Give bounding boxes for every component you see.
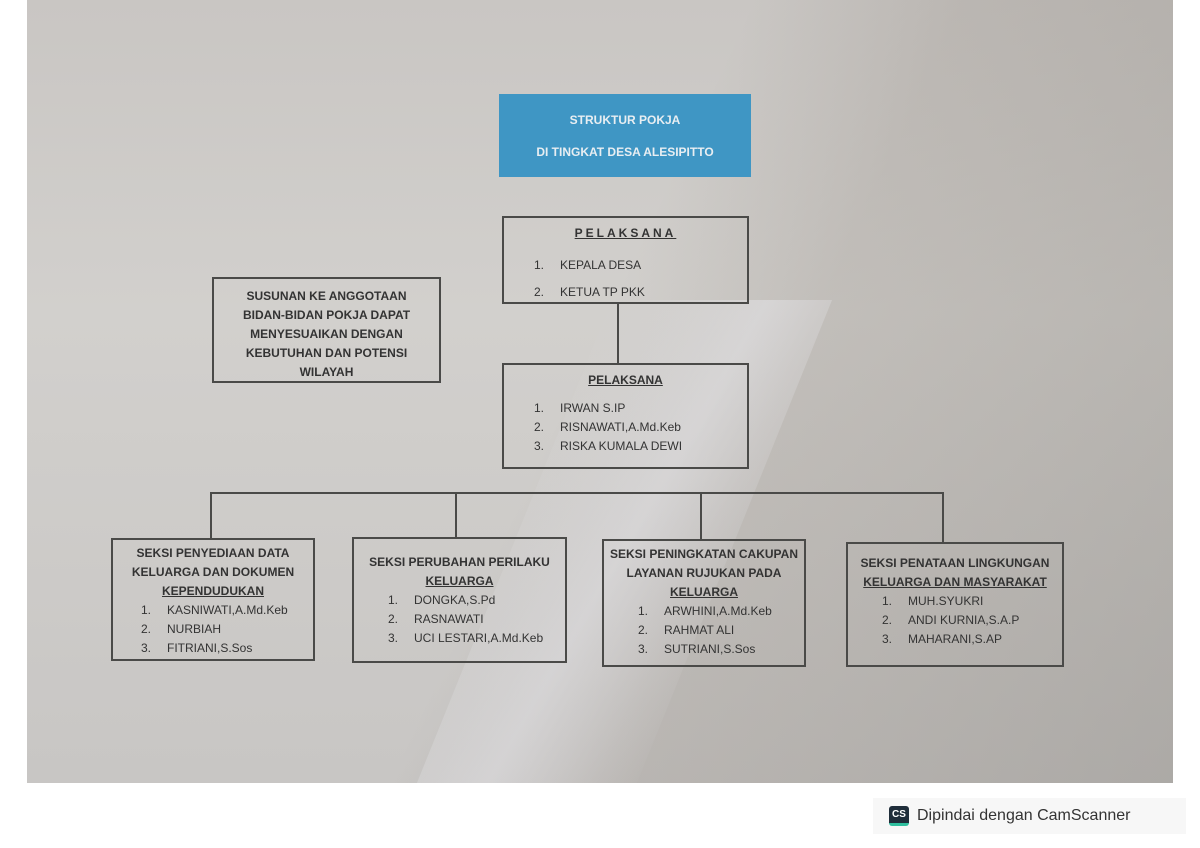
connector-drop-2 [455,492,457,538]
note-line: WILAYAH [299,365,354,379]
seksi-title-line: SEKSI PERUBAHAN PERILAKU [369,555,550,569]
seksi-title-underlined: KELUARGA DAN MASYARAKAT [863,575,1047,589]
camscanner-text: Dipindai dengan CamScanner [917,807,1131,824]
note-box: SUSUNAN KE ANGGOTAAN BIDAN-BIDAN POKJA D… [212,277,441,383]
member-item: 1.IRWAN S.IP [534,401,626,415]
member-item: 1.ARWHINI,A.Md.Keb [638,604,772,618]
pelaksana-top-members: 1.KEPALA DESA 2.KETUA TP PKK [534,252,747,306]
member-item: 1.KASNIWATI,A.Md.Keb [141,603,288,617]
connector-drop-1 [210,492,212,538]
camscanner-logo-icon: CS [889,806,909,826]
seksi-title-line: SEKSI PENYEDIAAN DATA [136,546,290,560]
note-line: MENYESUAIKAN DENGAN [250,327,403,341]
member-item: 2.NURBIAH [141,622,222,636]
chart-title-box: STRUKTUR POKJA DI TINGKAT DESA ALESIPITT… [499,94,751,177]
seksi-title-line: SEKSI PENATAAN LINGKUNGAN [860,556,1050,570]
pelaksana-top-box: PELAKSANA 1.KEPALA DESA 2.KETUA TP PKK [502,216,749,304]
member-item: 2.RAHMAT ALI [638,623,735,637]
seksi-box-3: SEKSI PENINGKATAN CAKUPAN LAYANAN RUJUKA… [602,539,806,667]
seksi-box-4: SEKSI PENATAAN LINGKUNGAN KELUARGA DAN M… [846,542,1064,667]
pelaksana-mid-members: 1.IRWAN S.IP 2.RISNAWATI,A.Md.Keb 3.RISK… [534,399,747,456]
member-item: 1.MUH.SYUKRI [882,594,984,608]
seksi-box-1: SEKSI PENYEDIAAN DATA KELUARGA DAN DOKUM… [111,538,315,661]
seksi-title-underlined: KELUARGA [425,574,494,588]
note-line: BIDAN-BIDAN POKJA DAPAT [242,308,411,322]
note-line: SUSUNAN KE ANGGOTAAN [246,289,407,303]
title-line-2: DI TINGKAT DESA ALESIPITTO [536,144,714,159]
seksi-title-underlined: KEPENDUDUKAN [161,584,264,598]
member-item: 3.MAHARANI,S.AP [882,632,1003,646]
member-item: 3.UCI LESTARI,A.Md.Keb [388,631,544,645]
pelaksana-top-heading: PELAKSANA [574,226,677,240]
seksi-title-line: LAYANAN RUJUKAN PADA [626,566,782,580]
pelaksana-mid-box: PELAKSANA 1.IRWAN S.IP 2.RISNAWATI,A.Md.… [502,363,749,469]
connector-drop-3 [700,492,702,540]
member-item: 2.RASNAWATI [388,612,484,626]
connector-top-mid [617,304,619,363]
title-line-1: STRUKTUR POKJA [569,112,681,127]
connector-drop-4 [942,492,944,542]
camscanner-watermark: CS Dipindai dengan CamScanner [873,798,1186,834]
member-item: 3.SUTRIANI,S.Sos [638,642,756,656]
member-item: 2.ANDI KURNIA,S.A.P [882,613,1020,627]
member-item: 3.RISKA KUMALA DEWI [534,439,683,453]
seksi-title-line: KELUARGA DAN DOKUMEN [131,565,295,579]
member-item: 2.KETUA TP PKK [534,285,645,299]
seksi-title-line: SEKSI PENINGKATAN CAKUPAN [609,547,798,561]
seksi-title-underlined: KELUARGA [670,585,738,599]
scanned-photo: STRUKTUR POKJA DI TINGKAT DESA ALESIPITT… [27,0,1173,783]
note-line: KEBUTUHAN DAN POTENSI [245,346,408,360]
seksi-box-2: SEKSI PERUBAHAN PERILAKU KELUARGA 1.DONG… [352,537,567,663]
member-item: 1.DONGKA,S.Pd [388,593,496,607]
connector-bus [210,492,944,494]
member-item: 1.KEPALA DESA [534,258,642,272]
member-item: 2.RISNAWATI,A.Md.Keb [534,420,681,434]
pelaksana-mid-heading: PELAKSANA [588,373,663,387]
member-item: 3.FITRIANI,S.Sos [141,641,253,655]
